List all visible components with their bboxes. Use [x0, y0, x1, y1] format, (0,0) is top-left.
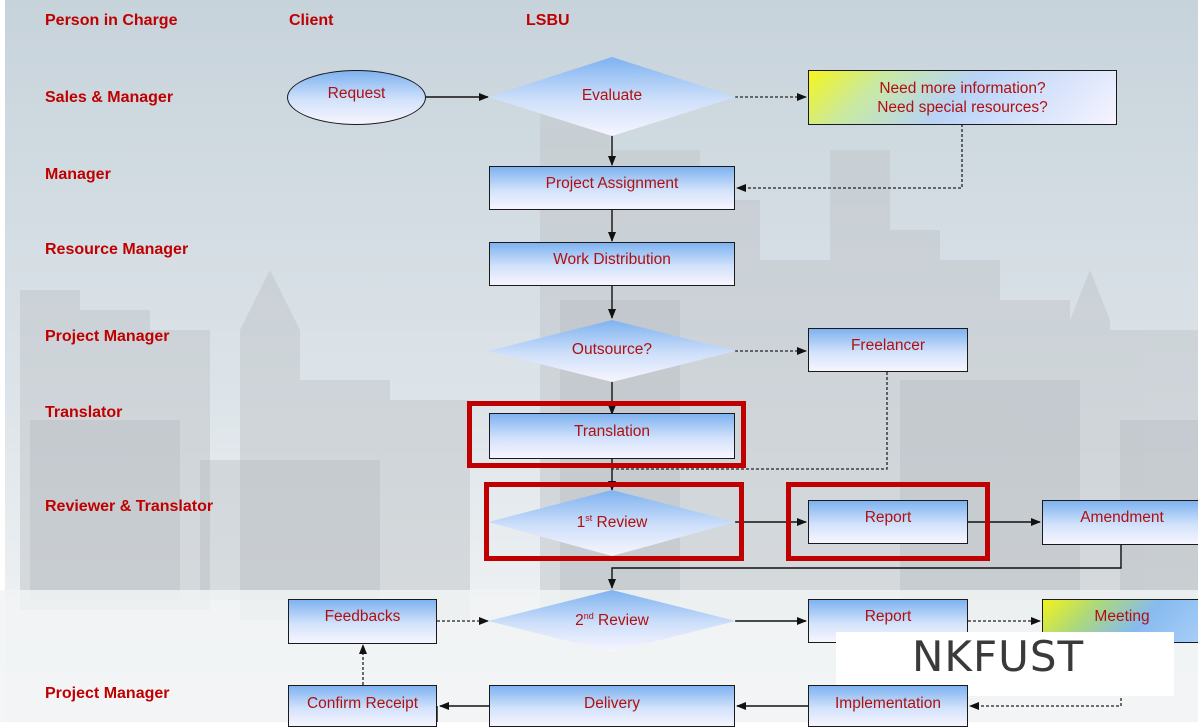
- translation-node[interactable]: Translation: [489, 413, 735, 459]
- role-project-manager-bottom: Project Manager: [45, 685, 170, 702]
- feedbacks-node[interactable]: Feedbacks: [288, 599, 437, 644]
- need-info-line1: Need more information?: [879, 79, 1046, 97]
- project-assignment-label: Project Assignment: [545, 174, 679, 192]
- amendment-node[interactable]: Amendment: [1042, 500, 1198, 545]
- request-node[interactable]: Request: [287, 70, 426, 125]
- report-node-1[interactable]: Report: [808, 500, 968, 544]
- delivery-node[interactable]: Delivery: [489, 685, 735, 727]
- delivery-label: Delivery: [584, 694, 640, 712]
- report-label-1: Report: [864, 508, 912, 526]
- confirm-receipt-node[interactable]: Confirm Receipt: [288, 685, 437, 727]
- first-review-diamond[interactable]: [488, 490, 736, 556]
- confirm-receipt-label: Confirm Receipt: [306, 694, 419, 712]
- work-distribution-node[interactable]: Work Distribution: [489, 242, 735, 286]
- role-sales-manager: Sales & Manager: [45, 89, 174, 106]
- role-translator: Translator: [45, 404, 123, 421]
- outsource-diamond[interactable]: [488, 320, 736, 382]
- role-manager: Manager: [45, 166, 111, 183]
- role-client: Client: [289, 12, 334, 29]
- meeting-label: Meeting: [1094, 607, 1150, 625]
- need-more-info-node[interactable]: Need more information? Need special reso…: [808, 70, 1117, 125]
- implementation-node[interactable]: Implementation: [808, 685, 968, 727]
- first-review-highlight-frame: [484, 482, 744, 561]
- feedbacks-label: Feedbacks: [324, 608, 401, 625]
- first-review-num: 1: [576, 514, 586, 532]
- second-review-label: 2nd Review: [488, 611, 736, 630]
- need-info-line2: Need special resources?: [877, 98, 1048, 116]
- report-label-2: Report: [864, 607, 912, 625]
- first-review-sup: st: [585, 513, 593, 523]
- amendment-label: Amendment: [1080, 509, 1164, 526]
- role-reviewer-translator: Reviewer & Translator: [45, 498, 214, 515]
- second-review-num: 2: [575, 612, 584, 630]
- second-review-text: Review: [593, 612, 649, 630]
- first-review-label: 1st Review: [488, 513, 736, 532]
- evaluate-label: Evaluate: [581, 87, 643, 104]
- first-review-text: Review: [592, 514, 648, 532]
- second-review-sup: nd: [583, 611, 594, 621]
- role-lsbu: LSBU: [526, 12, 570, 29]
- implementation-label: Implementation: [835, 694, 941, 712]
- freelancer-node[interactable]: Freelancer: [808, 328, 968, 372]
- outsource-label: Outsource?: [571, 341, 653, 358]
- role-person-in-charge: Person in Charge: [45, 12, 178, 29]
- freelancer-label: Freelancer: [850, 336, 926, 354]
- work-distribution-label: Work Distribution: [553, 250, 671, 268]
- translation-highlight-frame: [467, 401, 746, 468]
- role-resource-manager: Resource Manager: [45, 241, 189, 258]
- translation-label: Translation: [573, 422, 651, 440]
- second-review-diamond[interactable]: [488, 590, 736, 652]
- request-label: Request: [327, 85, 386, 102]
- project-assignment-node[interactable]: Project Assignment: [489, 166, 735, 210]
- evaluate-diamond[interactable]: [488, 57, 736, 136]
- watermark-text: NKFUST: [912, 632, 1085, 681]
- report-highlight-frame: [786, 482, 990, 561]
- role-project-manager: Project Manager: [45, 328, 170, 345]
